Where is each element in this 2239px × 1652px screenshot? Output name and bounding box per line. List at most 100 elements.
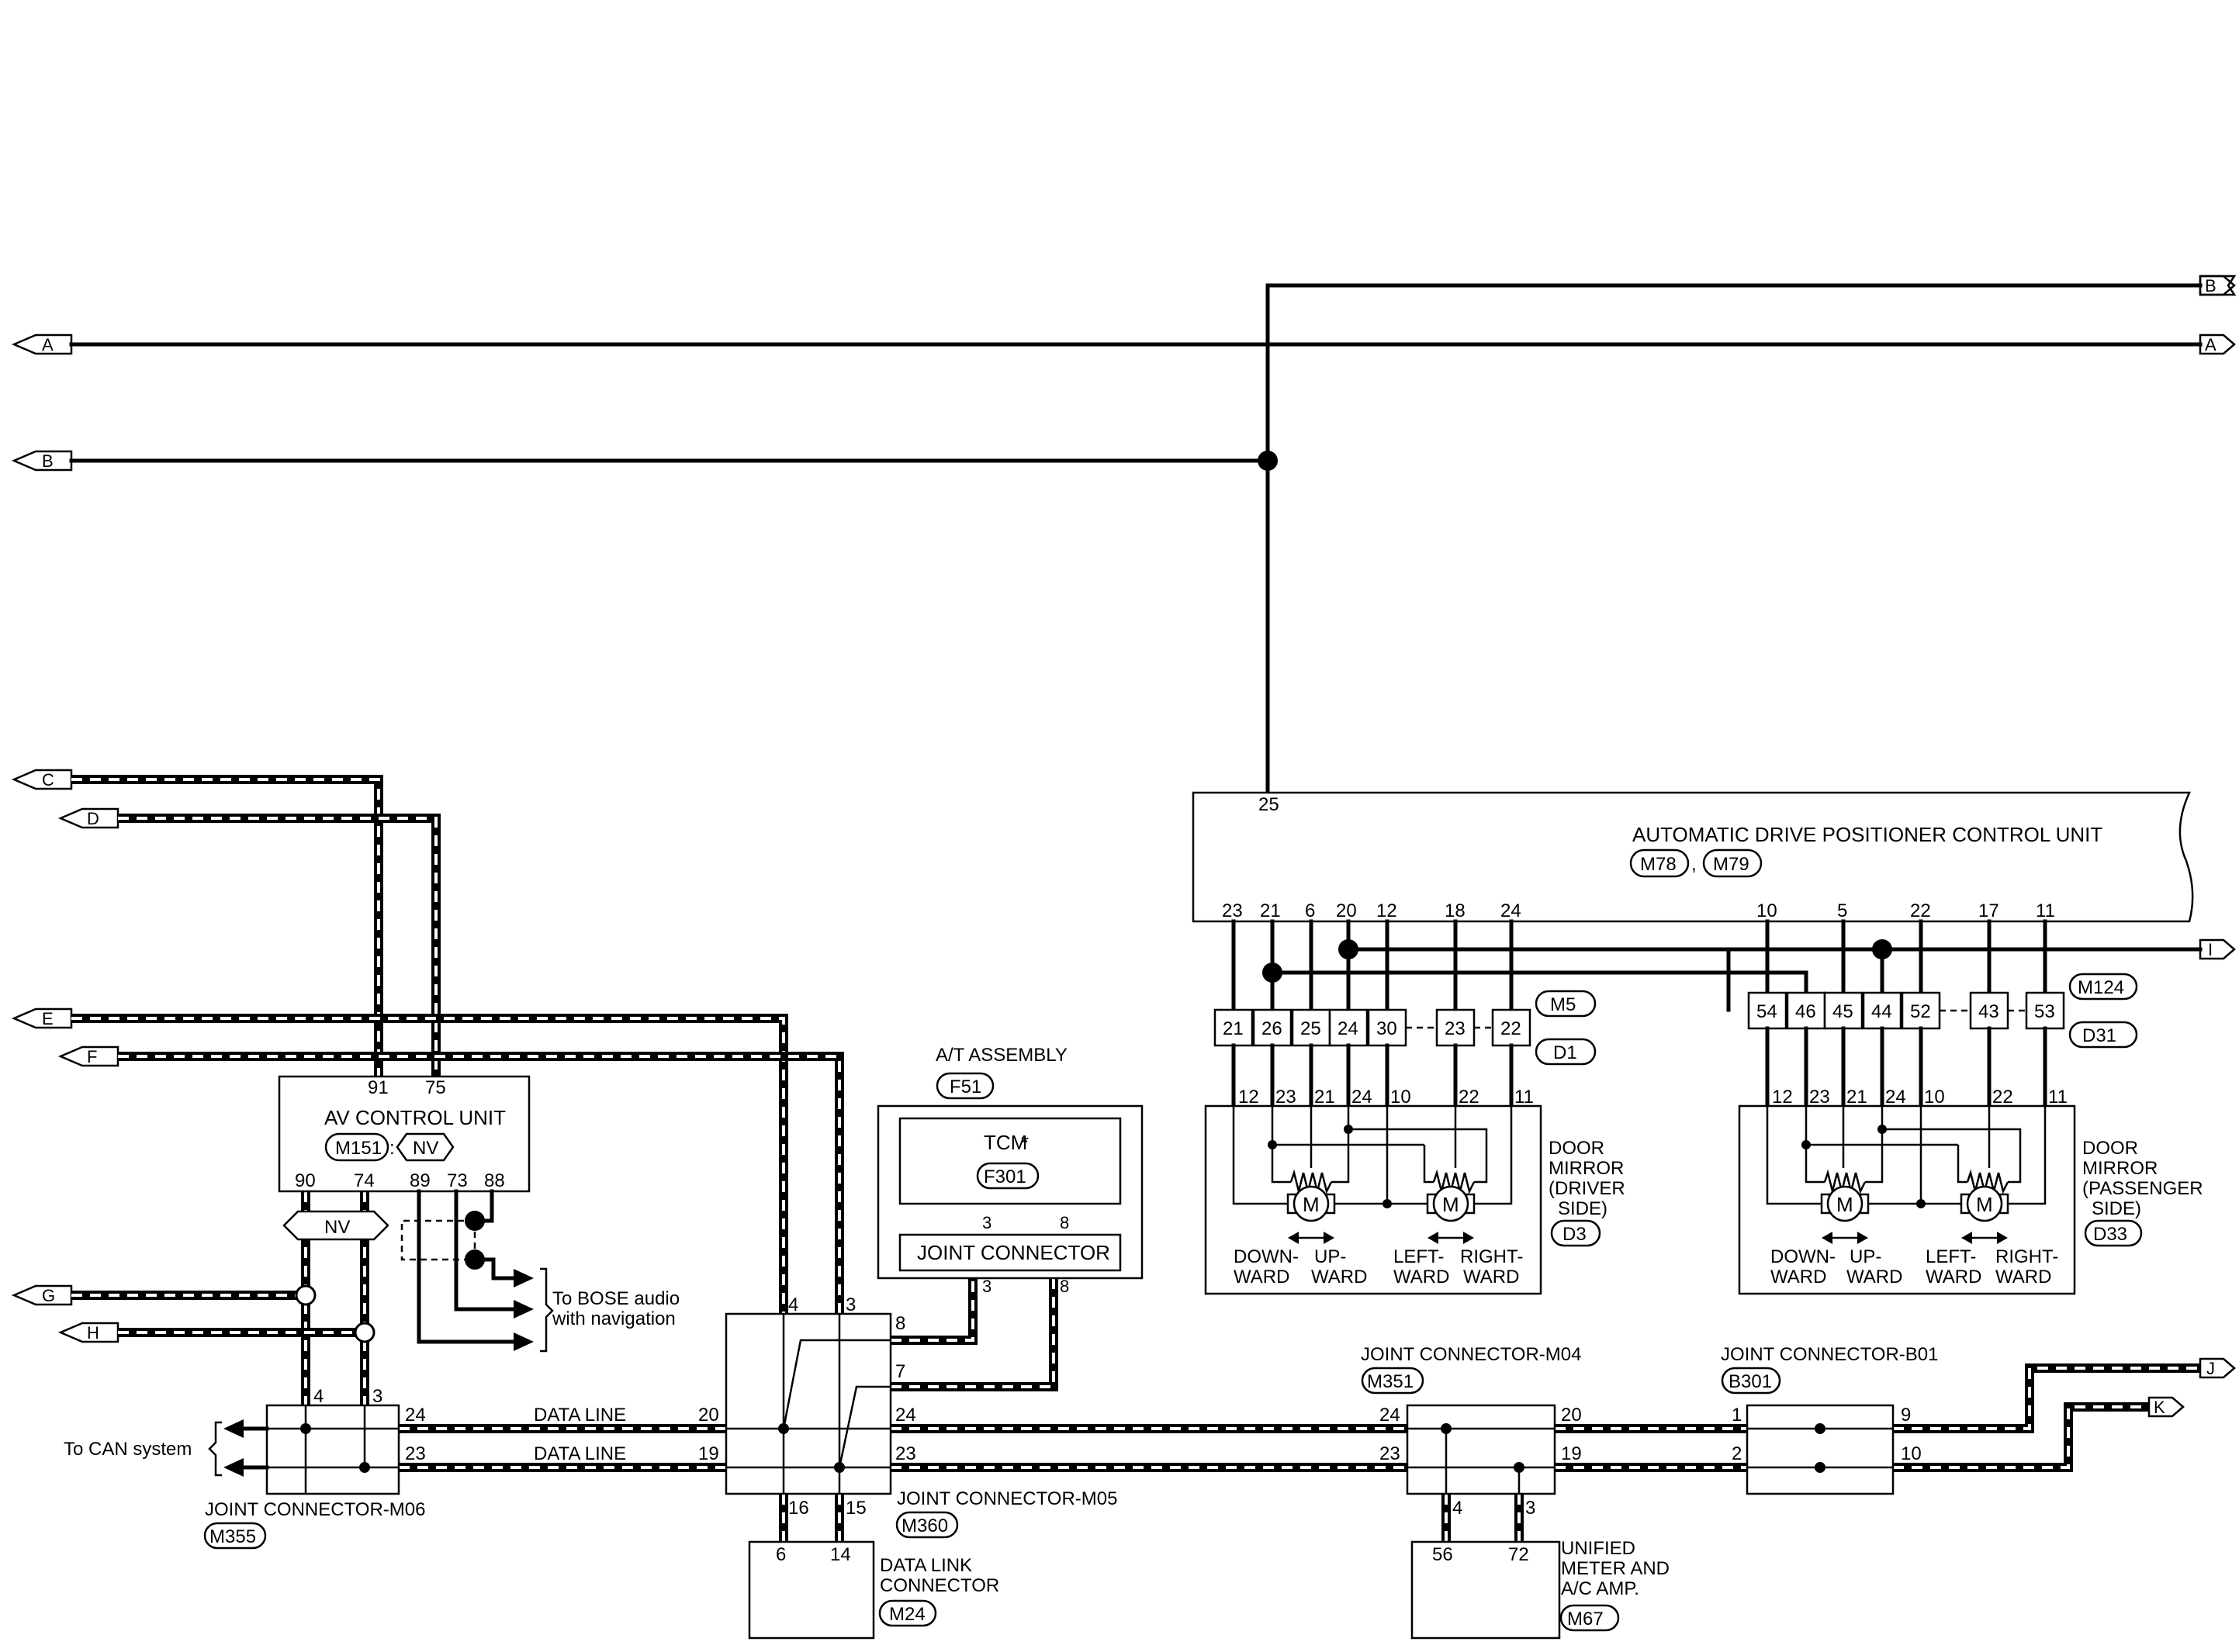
svg-text:54: 54 [1756, 1001, 1777, 1022]
svg-text:24: 24 [1338, 1018, 1358, 1039]
can-F [118, 1052, 844, 1314]
bose-outputs: To BOSE audio with navigation [400, 1189, 680, 1353]
svg-text:3: 3 [372, 1386, 382, 1407]
svg-text:44: 44 [1871, 1001, 1892, 1022]
svg-text:72: 72 [1508, 1544, 1529, 1565]
svg-text:METER AND: METER AND [1561, 1558, 1670, 1579]
can-C [71, 775, 383, 1077]
svg-text:21: 21 [1314, 1087, 1335, 1108]
off-page-J-right: J [2199, 1357, 2236, 1379]
svg-text:CONNECTOR: CONNECTOR [880, 1575, 999, 1596]
splice-B [1258, 451, 1278, 471]
svg-text:B: B [42, 451, 54, 471]
svg-text:22: 22 [1992, 1087, 2013, 1108]
can-D [118, 814, 441, 1077]
svg-text:SIDE): SIDE) [1558, 1198, 1607, 1219]
svg-text:WARD: WARD [1770, 1267, 1826, 1287]
svg-text:H: H [87, 1323, 99, 1343]
svg-text:53: 53 [2034, 1001, 2055, 1022]
svg-text:1: 1 [1732, 1405, 1742, 1426]
svg-text:(PASSENGER: (PASSENGER [2082, 1178, 2203, 1199]
m06-title: JOINT CONNECTOR-M06 [205, 1499, 425, 1520]
svg-text:WARD: WARD [1995, 1267, 2051, 1287]
off-page-G-left: G [11, 1284, 73, 1306]
joint-connector-b01: 1 2 9 10 JOINT CONNECTOR-B01 B301 [1721, 1344, 1939, 1495]
dm-driver-pins: 12 23 21 24 10 22 11 [1238, 1087, 1534, 1108]
svg-text:M24: M24 [889, 1604, 926, 1625]
av-control-unit: 91 75 AV CONTROL UNIT M151 : NV 90 74 89… [278, 1075, 531, 1193]
svg-text:with navigation: with navigation [552, 1308, 676, 1329]
svg-text:75: 75 [425, 1077, 446, 1098]
off-page-D-left: D [57, 807, 119, 829]
svg-text:SIDE): SIDE) [2092, 1198, 2141, 1219]
svg-text:*: * [1021, 1131, 1029, 1154]
svg-text:MIRROR: MIRROR [1549, 1158, 1624, 1179]
svg-text:D33: D33 [2093, 1224, 2127, 1245]
svg-text:WARD: WARD [1311, 1267, 1367, 1287]
dm-pass-pins: 12 23 21 24 10 22 11 [1772, 1087, 2068, 1108]
svg-text:10: 10 [1924, 1087, 1945, 1108]
off-page-B-right: B [2199, 275, 2237, 296]
svg-text:10: 10 [1901, 1443, 1922, 1464]
joint-connector-m05: 4 3 8 7 24 23 20 19 16 15 JOINT CONNECTO… [698, 1294, 1117, 1539]
svg-text:89: 89 [410, 1170, 431, 1191]
svg-text:91: 91 [368, 1077, 389, 1098]
svg-text::: : [389, 1138, 395, 1159]
off-page-A-left: A [11, 334, 73, 355]
svg-text:8: 8 [1060, 1213, 1069, 1232]
svg-text:90: 90 [295, 1170, 316, 1191]
svg-text:TCM: TCM [984, 1131, 1027, 1154]
off-page-E-left: E [11, 1007, 73, 1029]
svg-text:21: 21 [1846, 1087, 1867, 1108]
adp-title: AUTOMATIC DRIVE POSITIONER CONTROL UNIT [1632, 823, 2102, 846]
svg-text:52: 52 [1910, 1001, 1931, 1022]
svg-text:23: 23 [1809, 1087, 1830, 1108]
svg-text:20: 20 [698, 1405, 719, 1426]
svg-text:5: 5 [1837, 900, 1847, 921]
adp-pin-25: 25 [1258, 794, 1279, 815]
can-M05-7 [891, 1274, 1058, 1391]
svg-text:D31: D31 [2082, 1025, 2116, 1046]
off-page-F-left: F [57, 1045, 119, 1067]
svg-text:21: 21 [1260, 900, 1281, 921]
door-mirror-driver: 12 23 21 24 10 22 11 [1204, 1087, 1625, 1295]
svg-text:46: 46 [1795, 1001, 1816, 1022]
svg-text:4: 4 [313, 1386, 324, 1407]
svg-text:DOOR: DOOR [1549, 1138, 1604, 1159]
harness-to-mirror-wires [1231, 1026, 2047, 1108]
svg-text:24: 24 [405, 1405, 426, 1426]
svg-text:DATA LINK: DATA LINK [880, 1555, 972, 1576]
svg-text:To BOSE audio: To BOSE audio [552, 1288, 680, 1309]
top-wires [69, 283, 2203, 795]
unified-meter: 56 72 UNIFIED METER AND A/C AMP. M67 [1410, 1538, 1670, 1640]
svg-text:E: E [42, 1009, 54, 1028]
svg-text:B: B [2205, 276, 2217, 295]
joint-connector-m06: 4 3 24 23 JOINT CONNECTOR-M06 M355 [203, 1386, 426, 1550]
svg-text:(DRIVER: (DRIVER [1549, 1178, 1625, 1199]
svg-text:20: 20 [1336, 900, 1357, 921]
m05-title: JOINT CONNECTOR-M05 [897, 1488, 1117, 1509]
svg-text:11: 11 [2048, 1087, 2068, 1108]
svg-text:9: 9 [1901, 1405, 1911, 1426]
at-assembly: A/T ASSEMBLY F51 TCM * F301 3 8 JOINT CO… [877, 1045, 1144, 1296]
svg-text:7: 7 [895, 1361, 905, 1382]
can-J [1893, 1363, 2200, 1433]
can-K [1893, 1402, 2149, 1472]
svg-text:M355: M355 [209, 1526, 256, 1547]
svg-text:30: 30 [1376, 1018, 1397, 1039]
av-nv-tag: NV [282, 1210, 389, 1241]
svg-text:2: 2 [1732, 1443, 1742, 1464]
splice-adp-21 [1262, 963, 1282, 983]
svg-text:45: 45 [1832, 1001, 1853, 1022]
dm-pass-internal: M M [1766, 1106, 2047, 1244]
b01-title: JOINT CONNECTOR-B01 [1721, 1344, 1939, 1365]
svg-text:10: 10 [1756, 900, 1777, 921]
svg-text:UP-: UP- [1850, 1246, 1881, 1267]
svg-text:G: G [42, 1286, 55, 1305]
svg-text:16: 16 [788, 1498, 809, 1519]
svg-text:RIGHT-: RIGHT- [1995, 1246, 2058, 1267]
svg-text:14: 14 [830, 1544, 851, 1565]
dm-driver-direction-labels: DOWN- WARD UP- WARD LEFT- WARD RIGHT- WA… [1234, 1246, 1523, 1287]
off-page-K-right: K [2147, 1396, 2185, 1418]
svg-text:A: A [42, 335, 54, 354]
